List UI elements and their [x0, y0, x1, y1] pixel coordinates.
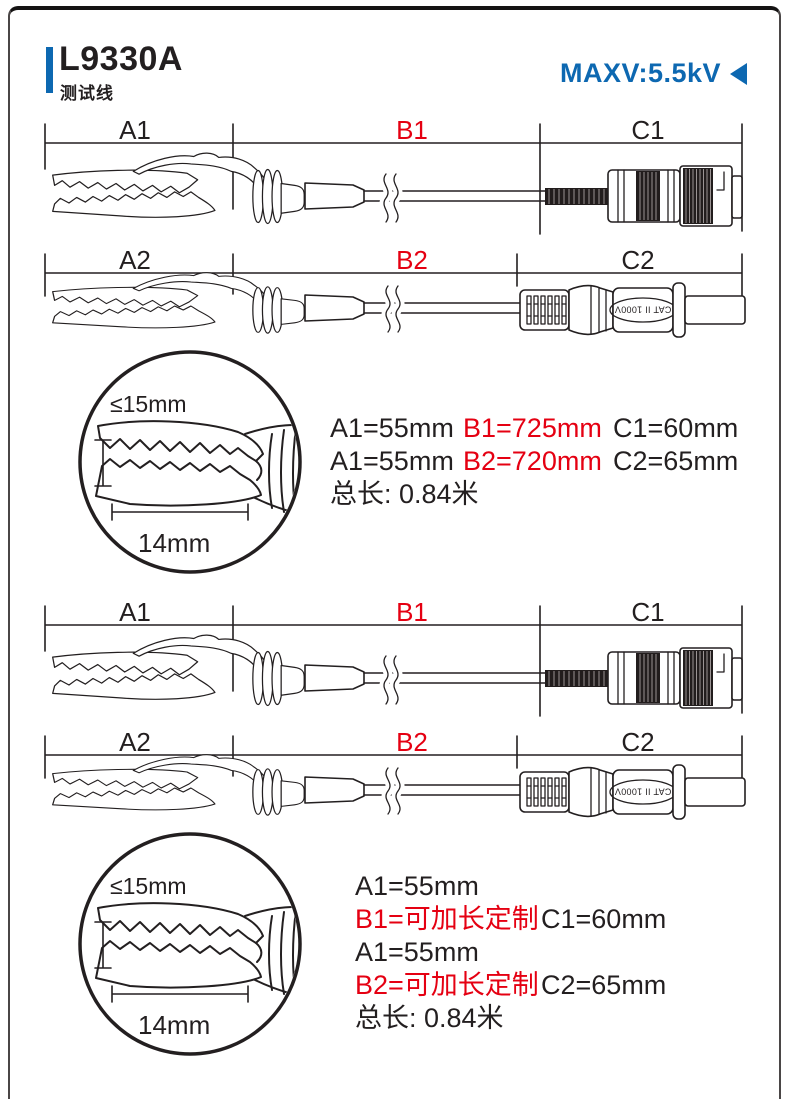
product-subtitle: 测试线 — [60, 84, 114, 103]
cable-diagram-bnc — [40, 112, 750, 252]
spec-b1: B1=725mm — [463, 413, 602, 443]
max-voltage-badge: MAXV:5.5kV — [560, 58, 748, 89]
spec-c1: C1=60mm — [541, 904, 667, 934]
spec-a2: A1=55mm — [330, 446, 454, 476]
spec-total-length: 总长: 0.84米 — [330, 479, 479, 509]
brand-accent-bar — [46, 47, 53, 93]
spec-a2: A1=55mm — [355, 937, 479, 967]
spec-c2: C2=65mm — [541, 970, 667, 1000]
cable-diagram-bnc — [40, 594, 750, 734]
max-voltage-text: MAXV:5.5kV — [560, 58, 722, 88]
spec-b2: B2=可加长定制 — [355, 970, 539, 1000]
left-arrow-icon — [730, 62, 748, 85]
spec-row: B2=可加长定制C2=65mm — [355, 969, 666, 1002]
spec-a1: A1=55mm — [355, 871, 479, 901]
product-model: L9330A — [59, 40, 183, 78]
spec-c1: C1=60mm — [613, 413, 739, 443]
spec-block-custom: A1=55mm B1=可加长定制C1=60mm A1=55mm B2=可加长定制… — [355, 870, 666, 1035]
spec-row: A1=55mm B2=720mm C2=65mm — [330, 445, 738, 478]
spec-c2: C2=65mm — [613, 446, 739, 476]
spec-row: A1=55mm B1=725mm C1=60mm — [330, 412, 738, 445]
spec-total-length: 总长: 0.84米 — [355, 1003, 504, 1033]
spec-b1: B1=可加长定制 — [355, 904, 539, 934]
clip-detail-view — [60, 338, 310, 580]
spec-a1: A1=55mm — [330, 413, 454, 443]
spec-b2: B2=720mm — [463, 446, 602, 476]
clip-detail-view — [60, 820, 310, 1062]
spec-row: B1=可加长定制C1=60mm — [355, 903, 666, 936]
